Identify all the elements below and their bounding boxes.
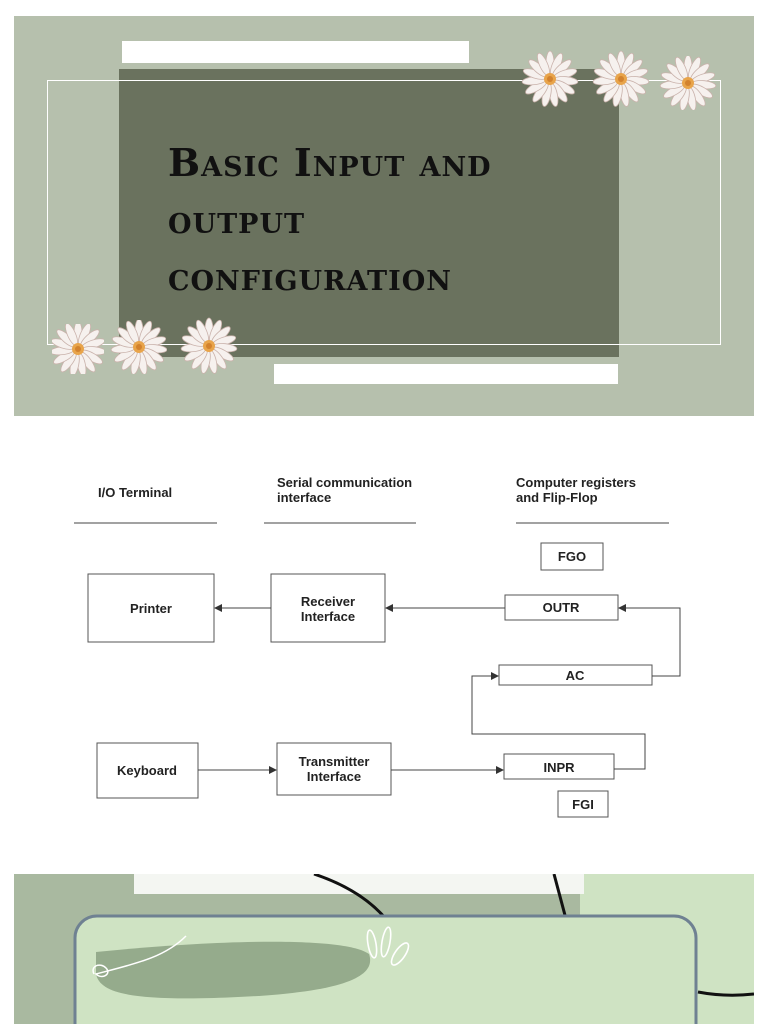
fgo-label: FGO xyxy=(558,549,586,564)
receiver-interface-box xyxy=(270,573,386,643)
io-configuration-diagram: I/O Terminal Serial communication interf… xyxy=(0,440,768,840)
diagram-canvas: I/O Terminal Serial communication interf… xyxy=(74,475,681,818)
title-line-1: Basic Input and xyxy=(168,140,492,185)
top-band xyxy=(134,874,584,894)
daisy-flower-icon xyxy=(659,56,717,110)
outr-label: OUTR xyxy=(543,600,580,615)
decor-curve xyxy=(313,874,388,920)
daisy-flower-icon xyxy=(180,317,238,375)
leaf-sprout-icon xyxy=(366,926,410,966)
bottom-white-bar xyxy=(274,364,618,384)
daisy-flower-icon xyxy=(521,50,579,108)
header-registers-line1: Computer registers xyxy=(516,475,636,490)
transmitter-label-line1: Transmitter xyxy=(299,754,370,769)
slide3-art xyxy=(73,874,754,1024)
swirl-line xyxy=(92,935,187,978)
header-serial-line1: Serial communication xyxy=(277,475,412,490)
transmitter-label-line2: Interface xyxy=(307,769,361,784)
fgi-label: FGI xyxy=(572,797,594,812)
daisy-flower-icon xyxy=(592,50,650,108)
daisy-flower-icon xyxy=(52,324,104,374)
keyboard-label: Keyboard xyxy=(117,763,177,778)
fgi-register-box xyxy=(557,790,609,818)
ac-register-box xyxy=(498,664,653,686)
header-serial-line2: interface xyxy=(277,490,331,505)
title-line-2: output xyxy=(168,197,306,242)
daisy-flower-icon xyxy=(111,320,167,374)
printer-label: Printer xyxy=(130,601,172,616)
receiver-label-line1: Receiver xyxy=(301,594,355,609)
brush-stroke xyxy=(96,941,371,999)
top-white-bar xyxy=(122,41,469,63)
outr-register-box xyxy=(504,594,619,621)
third-slide-preview xyxy=(14,874,754,1024)
printer-box xyxy=(87,573,215,643)
transmitter-interface-box xyxy=(276,742,392,796)
header-io-terminal: I/O Terminal xyxy=(98,485,172,500)
inpr-label: INPR xyxy=(543,760,575,775)
arrow-ac-to-outr xyxy=(618,604,681,677)
header-registers-line2: and Flip-Flop xyxy=(516,490,598,505)
slide-title: Basic Input and output configuration xyxy=(168,134,608,305)
inpr-register-box xyxy=(503,753,615,780)
title-panel xyxy=(119,69,619,357)
ac-label: AC xyxy=(566,668,585,683)
outline-frame xyxy=(47,80,721,345)
decor-curve xyxy=(697,990,754,997)
receiver-label-line2: Interface xyxy=(301,609,355,624)
keyboard-box xyxy=(96,742,199,799)
title-slide: Basic Input and output configuration xyxy=(14,16,754,416)
title-line-3: configuration xyxy=(168,254,452,299)
arrow-inpr-to-ac xyxy=(471,672,646,770)
fgo-register-box xyxy=(540,542,604,571)
